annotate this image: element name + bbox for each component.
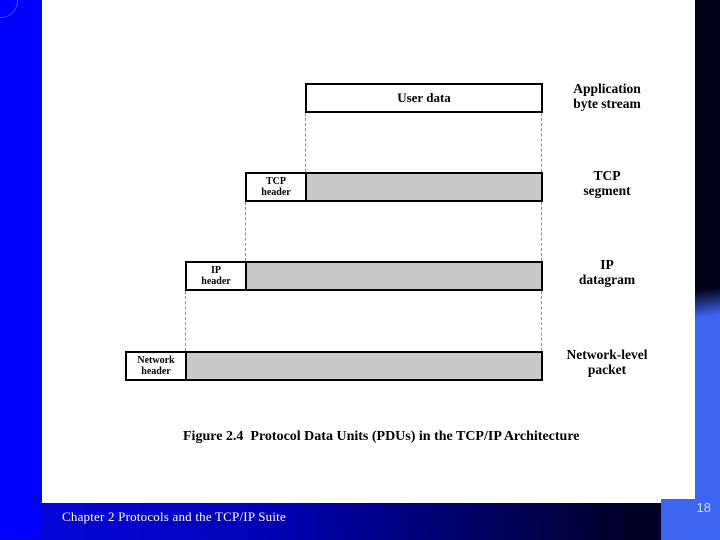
network-header-line2: header — [141, 366, 171, 377]
ip-header-cell: IP header — [187, 263, 247, 289]
decorative-arc — [0, 0, 18, 18]
tcp-header-line1: TCP — [266, 176, 286, 187]
footer-band — [0, 503, 720, 540]
ip-header-line2: header — [201, 276, 231, 287]
figure-caption: Figure 2.4 Protocol Data Units (PDUs) in… — [183, 429, 580, 444]
network-header-cell: Network header — [127, 353, 187, 379]
dashed-connector — [541, 202, 542, 261]
dashed-connector — [541, 113, 542, 172]
application-byte-stream-label: Application byte stream — [537, 81, 677, 111]
network-payload-cell — [187, 353, 541, 379]
dashed-connector — [245, 202, 246, 261]
network-label-line2: packet — [587, 362, 627, 377]
network-packet-row: Network header — [125, 351, 543, 381]
network-header-line1: Network — [137, 355, 175, 366]
right-accent-band — [695, 0, 720, 540]
user-data-label: User data — [397, 90, 451, 105]
network-label-line1: Network-level — [566, 347, 648, 362]
application-label-line1: Application — [573, 81, 641, 96]
tcp-label-line1: TCP — [593, 168, 621, 183]
dashed-connector — [185, 291, 186, 351]
page-number: 18 — [696, 500, 711, 515]
tcp-segment-label: TCP segment — [537, 168, 677, 198]
application-label-line2: byte stream — [573, 96, 641, 111]
user-data-box: User data — [305, 83, 543, 113]
ip-header-line1: IP — [211, 265, 221, 276]
ip-datagram-row: IP header — [185, 261, 543, 291]
tcp-header-line2: header — [261, 187, 291, 198]
ip-label-line1: IP — [600, 257, 614, 272]
ip-label-line2: datagram — [578, 272, 636, 287]
tcp-segment-row: TCP header — [245, 172, 543, 202]
dashed-connector — [541, 291, 542, 351]
footer-title: Chapter 2 Protocols and the TCP/IP Suite — [62, 509, 286, 524]
tcp-label-line2: segment — [583, 183, 631, 198]
left-accent-strip — [0, 0, 42, 537]
tcp-payload-cell — [307, 174, 541, 200]
ip-payload-cell — [247, 263, 541, 289]
network-packet-label: Network-level packet — [537, 347, 677, 377]
ip-datagram-label: IP datagram — [537, 257, 677, 287]
dashed-connector — [305, 113, 306, 172]
page-number-box: 18 — [661, 499, 720, 540]
tcp-header-cell: TCP header — [247, 174, 307, 200]
